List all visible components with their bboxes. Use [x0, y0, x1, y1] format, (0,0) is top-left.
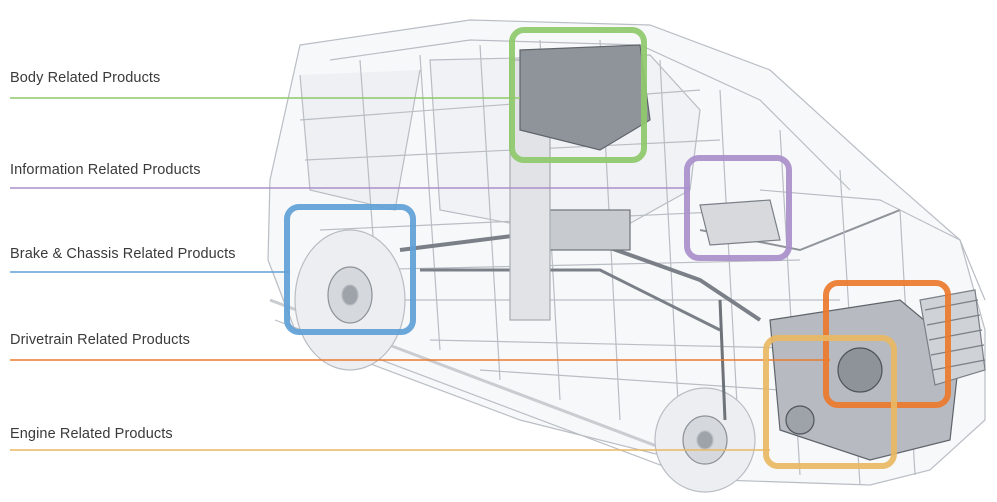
brake-highlight-box[interactable]: [284, 204, 416, 335]
label-information-related-products[interactable]: Information Related Products: [10, 162, 201, 178]
label-engine-related-products[interactable]: Engine Related Products: [10, 426, 173, 442]
body-highlight-box[interactable]: [509, 27, 647, 163]
information-highlight-box[interactable]: [684, 155, 792, 261]
engine-highlight-box[interactable]: [763, 335, 897, 469]
label-drivetrain-related-products[interactable]: Drivetrain Related Products: [10, 332, 190, 348]
vehicle-illustration: [267, 19, 986, 493]
label-brake-chassis-related-products[interactable]: Brake & Chassis Related Products: [10, 246, 236, 262]
callouts: [10, 27, 951, 469]
drivetrain-highlight-box[interactable]: [823, 280, 951, 408]
label-body-related-products[interactable]: Body Related Products: [10, 70, 161, 86]
